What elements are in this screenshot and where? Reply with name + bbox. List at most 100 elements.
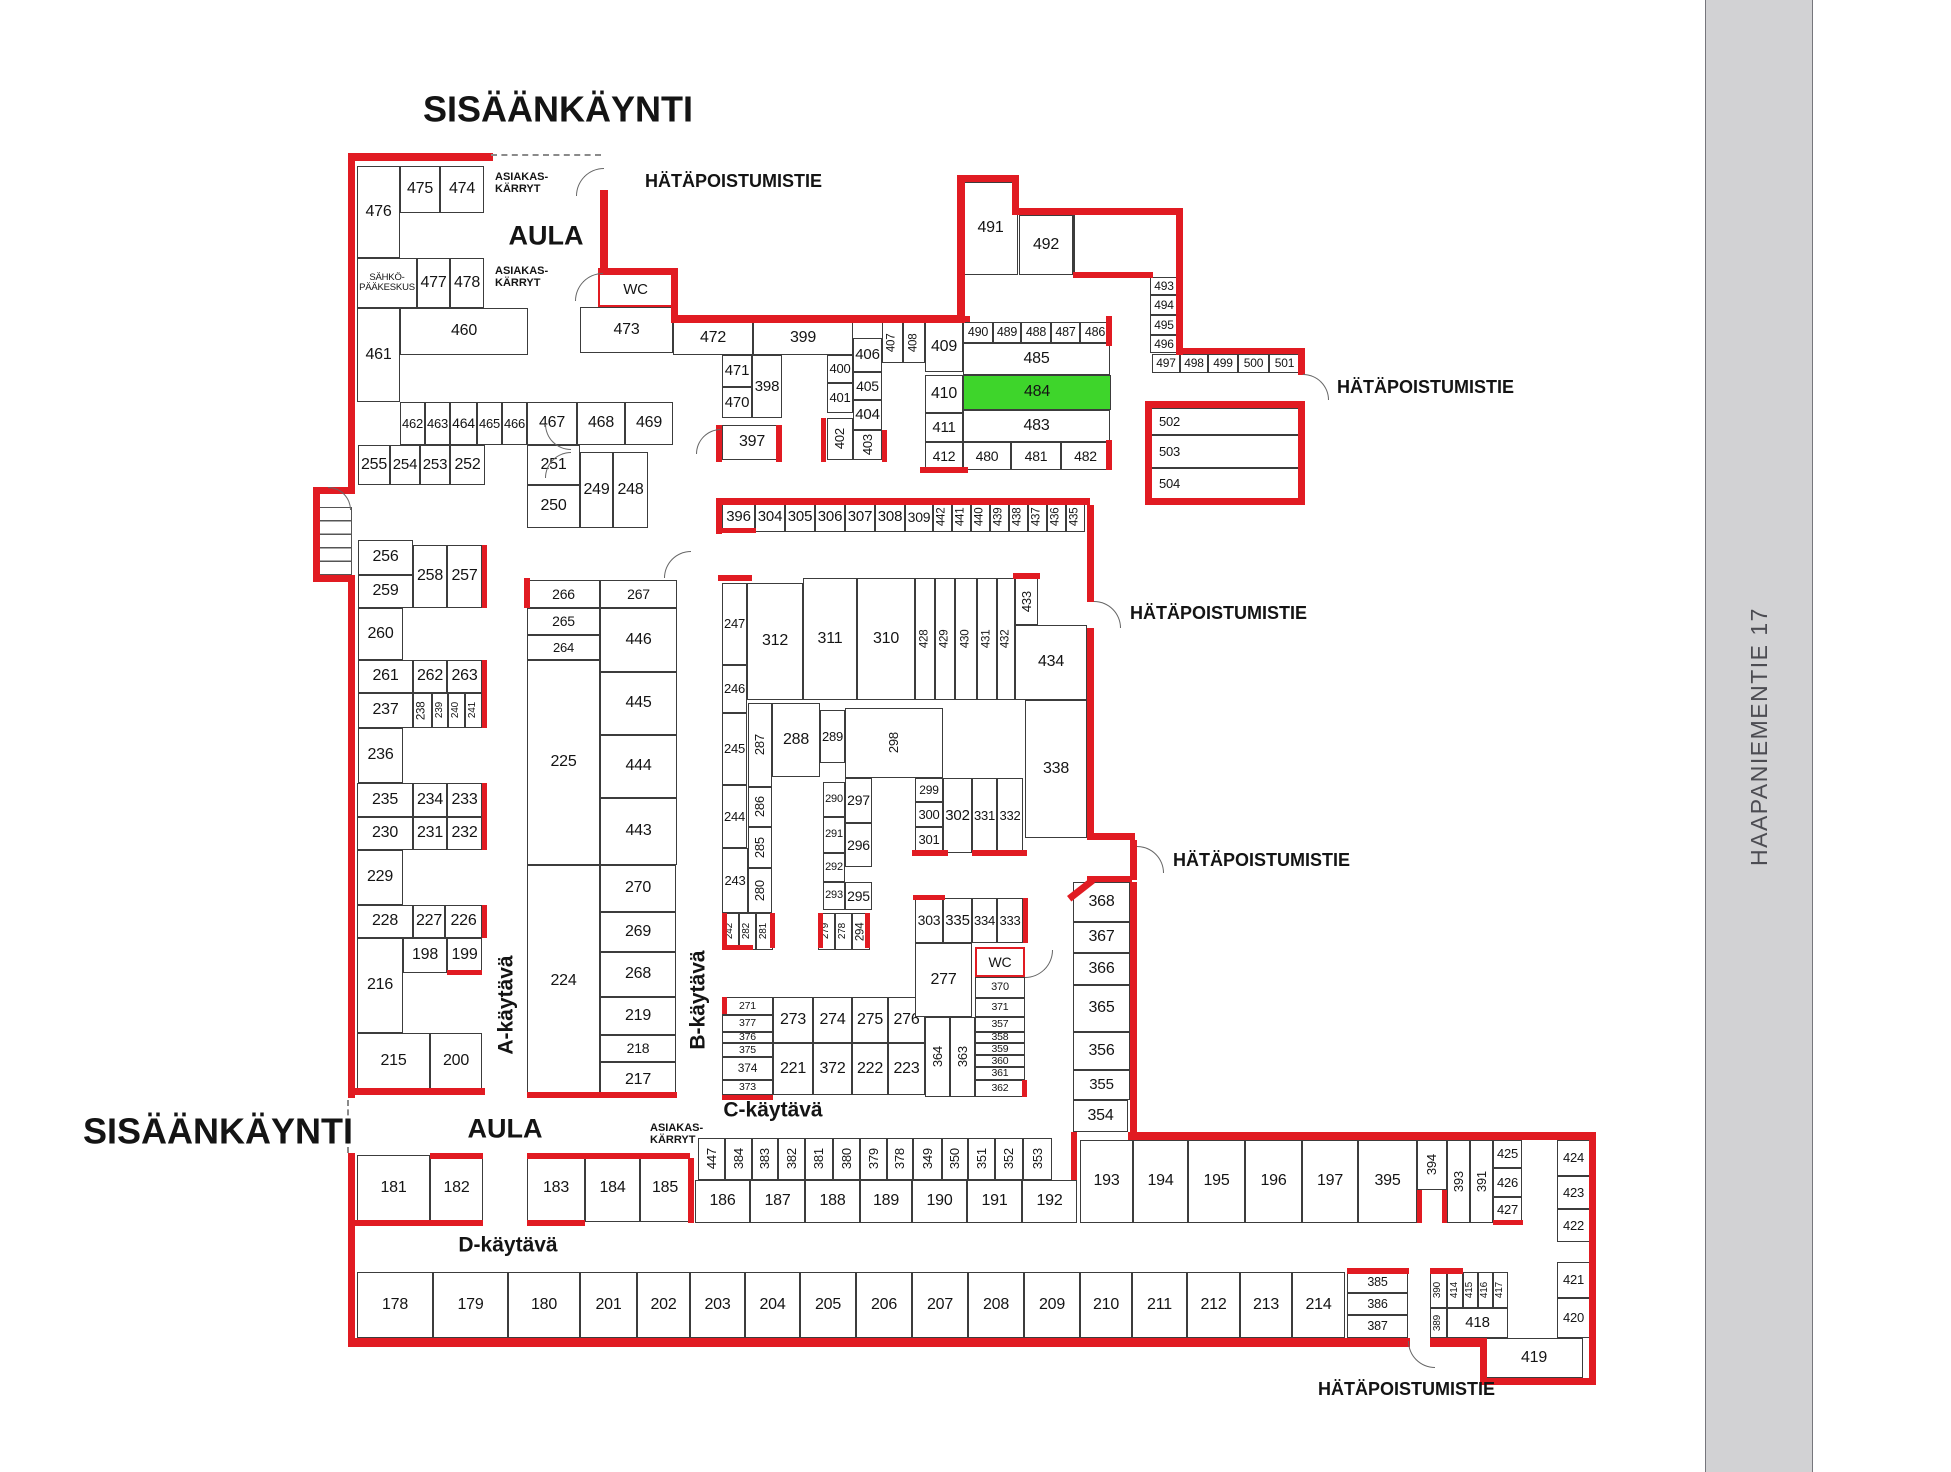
room-number-label: 426 <box>1496 1174 1519 1190</box>
wall-segment <box>722 1095 773 1100</box>
room-357: 357 <box>975 1017 1025 1032</box>
room-number-label: 218 <box>626 1040 650 1057</box>
room-number-label: 227 <box>415 912 443 930</box>
room-number-label: 213 <box>1252 1295 1280 1313</box>
room-number-label: 460 <box>450 322 478 340</box>
room-446: 446 <box>600 608 677 672</box>
door-swing-icon <box>1303 374 1329 400</box>
room-number-label: 497 <box>1156 356 1176 371</box>
room-number-label: 258 <box>416 567 444 585</box>
room-460: 460 <box>400 308 528 355</box>
room-number-label: 399 <box>789 329 817 347</box>
door-swing-icon <box>575 273 603 301</box>
room-445: 445 <box>600 672 677 735</box>
room-number-label: 207 <box>926 1295 954 1313</box>
room-number-label: 196 <box>1260 1172 1287 1190</box>
room-number-label: 439 <box>992 507 1005 527</box>
room-440: 440 <box>971 502 990 532</box>
room-number-label: 504 <box>1159 476 1181 492</box>
room-number-label: 254 <box>392 456 418 474</box>
room-number-label: 273 <box>779 1010 807 1028</box>
room-number-label: 373 <box>739 1081 756 1094</box>
room-number-label: 466 <box>503 415 526 431</box>
room-261: 261 <box>358 660 413 693</box>
room-number-label: 186 <box>709 1192 736 1210</box>
room-397: 397 <box>722 425 782 460</box>
room-number-label: 202 <box>650 1295 677 1313</box>
room-258: 258 <box>413 545 447 608</box>
room-378: 378 <box>887 1138 913 1180</box>
wall-segment <box>912 850 948 856</box>
room-number-label: 389 <box>1432 1314 1444 1332</box>
room-475: 475 <box>400 166 440 213</box>
room-number-label: 354 <box>1087 1106 1114 1124</box>
room-number-label: 280 <box>752 879 768 902</box>
room-398: 398 <box>752 355 782 418</box>
room-495: 495 <box>1150 315 1178 335</box>
wall-segment <box>1589 1132 1596 1385</box>
room-473: 473 <box>580 307 673 353</box>
room-number-label: 447 <box>703 1148 719 1170</box>
room-number-label: 246 <box>723 681 746 697</box>
room-number-label: 446 <box>625 630 652 648</box>
room-262: 262 <box>413 660 447 693</box>
room-226: 226 <box>445 905 482 938</box>
room-number-label: 236 <box>367 746 394 764</box>
room-434: 434 <box>1015 625 1087 700</box>
wall-segment <box>1023 898 1028 943</box>
room-280: 280 <box>748 868 772 913</box>
room-223: 223 <box>888 1043 925 1095</box>
room-211: 211 <box>1132 1272 1187 1338</box>
room-number-label: 503 <box>1159 443 1181 459</box>
room-331: 331 <box>972 778 997 853</box>
room-232: 232 <box>447 817 482 850</box>
customer-carts-label: ASIAKAS- KÄRRYT <box>495 265 549 289</box>
room-197: 197 <box>1302 1140 1358 1223</box>
room-470: 470 <box>722 387 752 418</box>
room-299: 299 <box>915 778 943 802</box>
room-number-label: 208 <box>982 1295 1010 1313</box>
corridor-label: D-käytävä <box>458 1233 558 1257</box>
room-494: 494 <box>1150 295 1178 315</box>
room-number-label: 366 <box>1088 959 1115 977</box>
wall-segment <box>1106 316 1112 346</box>
room-401: 401 <box>827 383 853 413</box>
room-number-label: 200 <box>442 1052 470 1070</box>
room-number-label: 490 <box>967 325 989 340</box>
room-421: 421 <box>1557 1262 1590 1298</box>
room-number-label: SÄHKÖ- PÄÄKESKUS <box>359 272 415 293</box>
room-number-label: 300 <box>918 806 940 822</box>
door-swing-icon <box>576 168 604 196</box>
room-number-label: 308 <box>877 508 903 526</box>
room-502: 502 <box>1150 408 1300 435</box>
room-427: 427 <box>1493 1197 1522 1223</box>
room-349: 349 <box>913 1138 942 1180</box>
room-s-hk-p-keskus: SÄHKÖ- PÄÄKESKUS <box>357 258 417 308</box>
room-number-label: 362 <box>991 1082 1009 1095</box>
room-number-label: 304 <box>757 508 783 526</box>
room-number-label: 390 <box>1432 1281 1444 1299</box>
room-number-label: 434 <box>1037 653 1065 671</box>
wall-segment <box>722 913 727 948</box>
room-number-label: 350 <box>947 1148 963 1170</box>
room-number-label: 232 <box>451 824 478 842</box>
room-number-label: 286 <box>752 796 768 818</box>
room-number-label: 305 <box>787 508 813 526</box>
room-365: 365 <box>1073 985 1130 1032</box>
wall-segment <box>524 578 530 608</box>
room-433: 433 <box>1015 578 1038 625</box>
room-number-label: 238 <box>415 701 428 720</box>
room-number-label: 245 <box>723 741 746 757</box>
room-number-label: 495 <box>1154 317 1174 332</box>
room-252: 252 <box>450 445 485 485</box>
room-441: 441 <box>952 502 971 532</box>
wall-segment <box>671 268 678 322</box>
room-number-label: 385 <box>1367 1275 1388 1290</box>
room-288: 288 <box>772 703 820 777</box>
wall-segment <box>718 575 752 581</box>
room-number-label: 418 <box>1465 1314 1490 1332</box>
room-number-label: 381 <box>811 1148 827 1170</box>
room-443: 443 <box>600 798 677 865</box>
room-304: 304 <box>755 502 785 532</box>
room-number-label: 500 <box>1243 356 1264 371</box>
